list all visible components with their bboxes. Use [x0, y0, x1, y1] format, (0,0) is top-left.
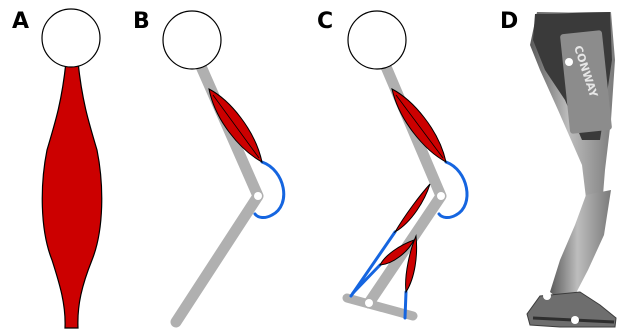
panel-c-ankle-joint — [365, 299, 373, 307]
panel-c-head — [348, 11, 406, 69]
panel-b-label: B — [133, 9, 150, 34]
panel-a-head — [42, 9, 100, 67]
panel-d: D CONWAY — [500, 9, 621, 327]
panel-b-knee-joint — [254, 192, 262, 200]
panel-b: B — [133, 9, 284, 322]
panel-a-label: A — [12, 9, 29, 34]
panel-c-label: C — [317, 9, 333, 34]
panel-d-toe-marker — [571, 316, 579, 324]
panel-d-knee-marker — [613, 185, 621, 193]
panel-c-ankle-tendon — [405, 292, 406, 318]
panel-a: A — [12, 9, 102, 328]
panel-c-foot — [347, 298, 413, 316]
panel-c: C — [317, 9, 467, 318]
panel-b-head — [163, 11, 221, 69]
panel-d-ankle-marker — [543, 292, 551, 300]
panel-d-label: D — [500, 9, 518, 34]
panel-a-muscle — [42, 62, 101, 328]
panel-d-shin — [550, 190, 611, 300]
panel-c-knee-joint — [437, 192, 445, 200]
panel-d-hip-marker — [565, 58, 573, 66]
